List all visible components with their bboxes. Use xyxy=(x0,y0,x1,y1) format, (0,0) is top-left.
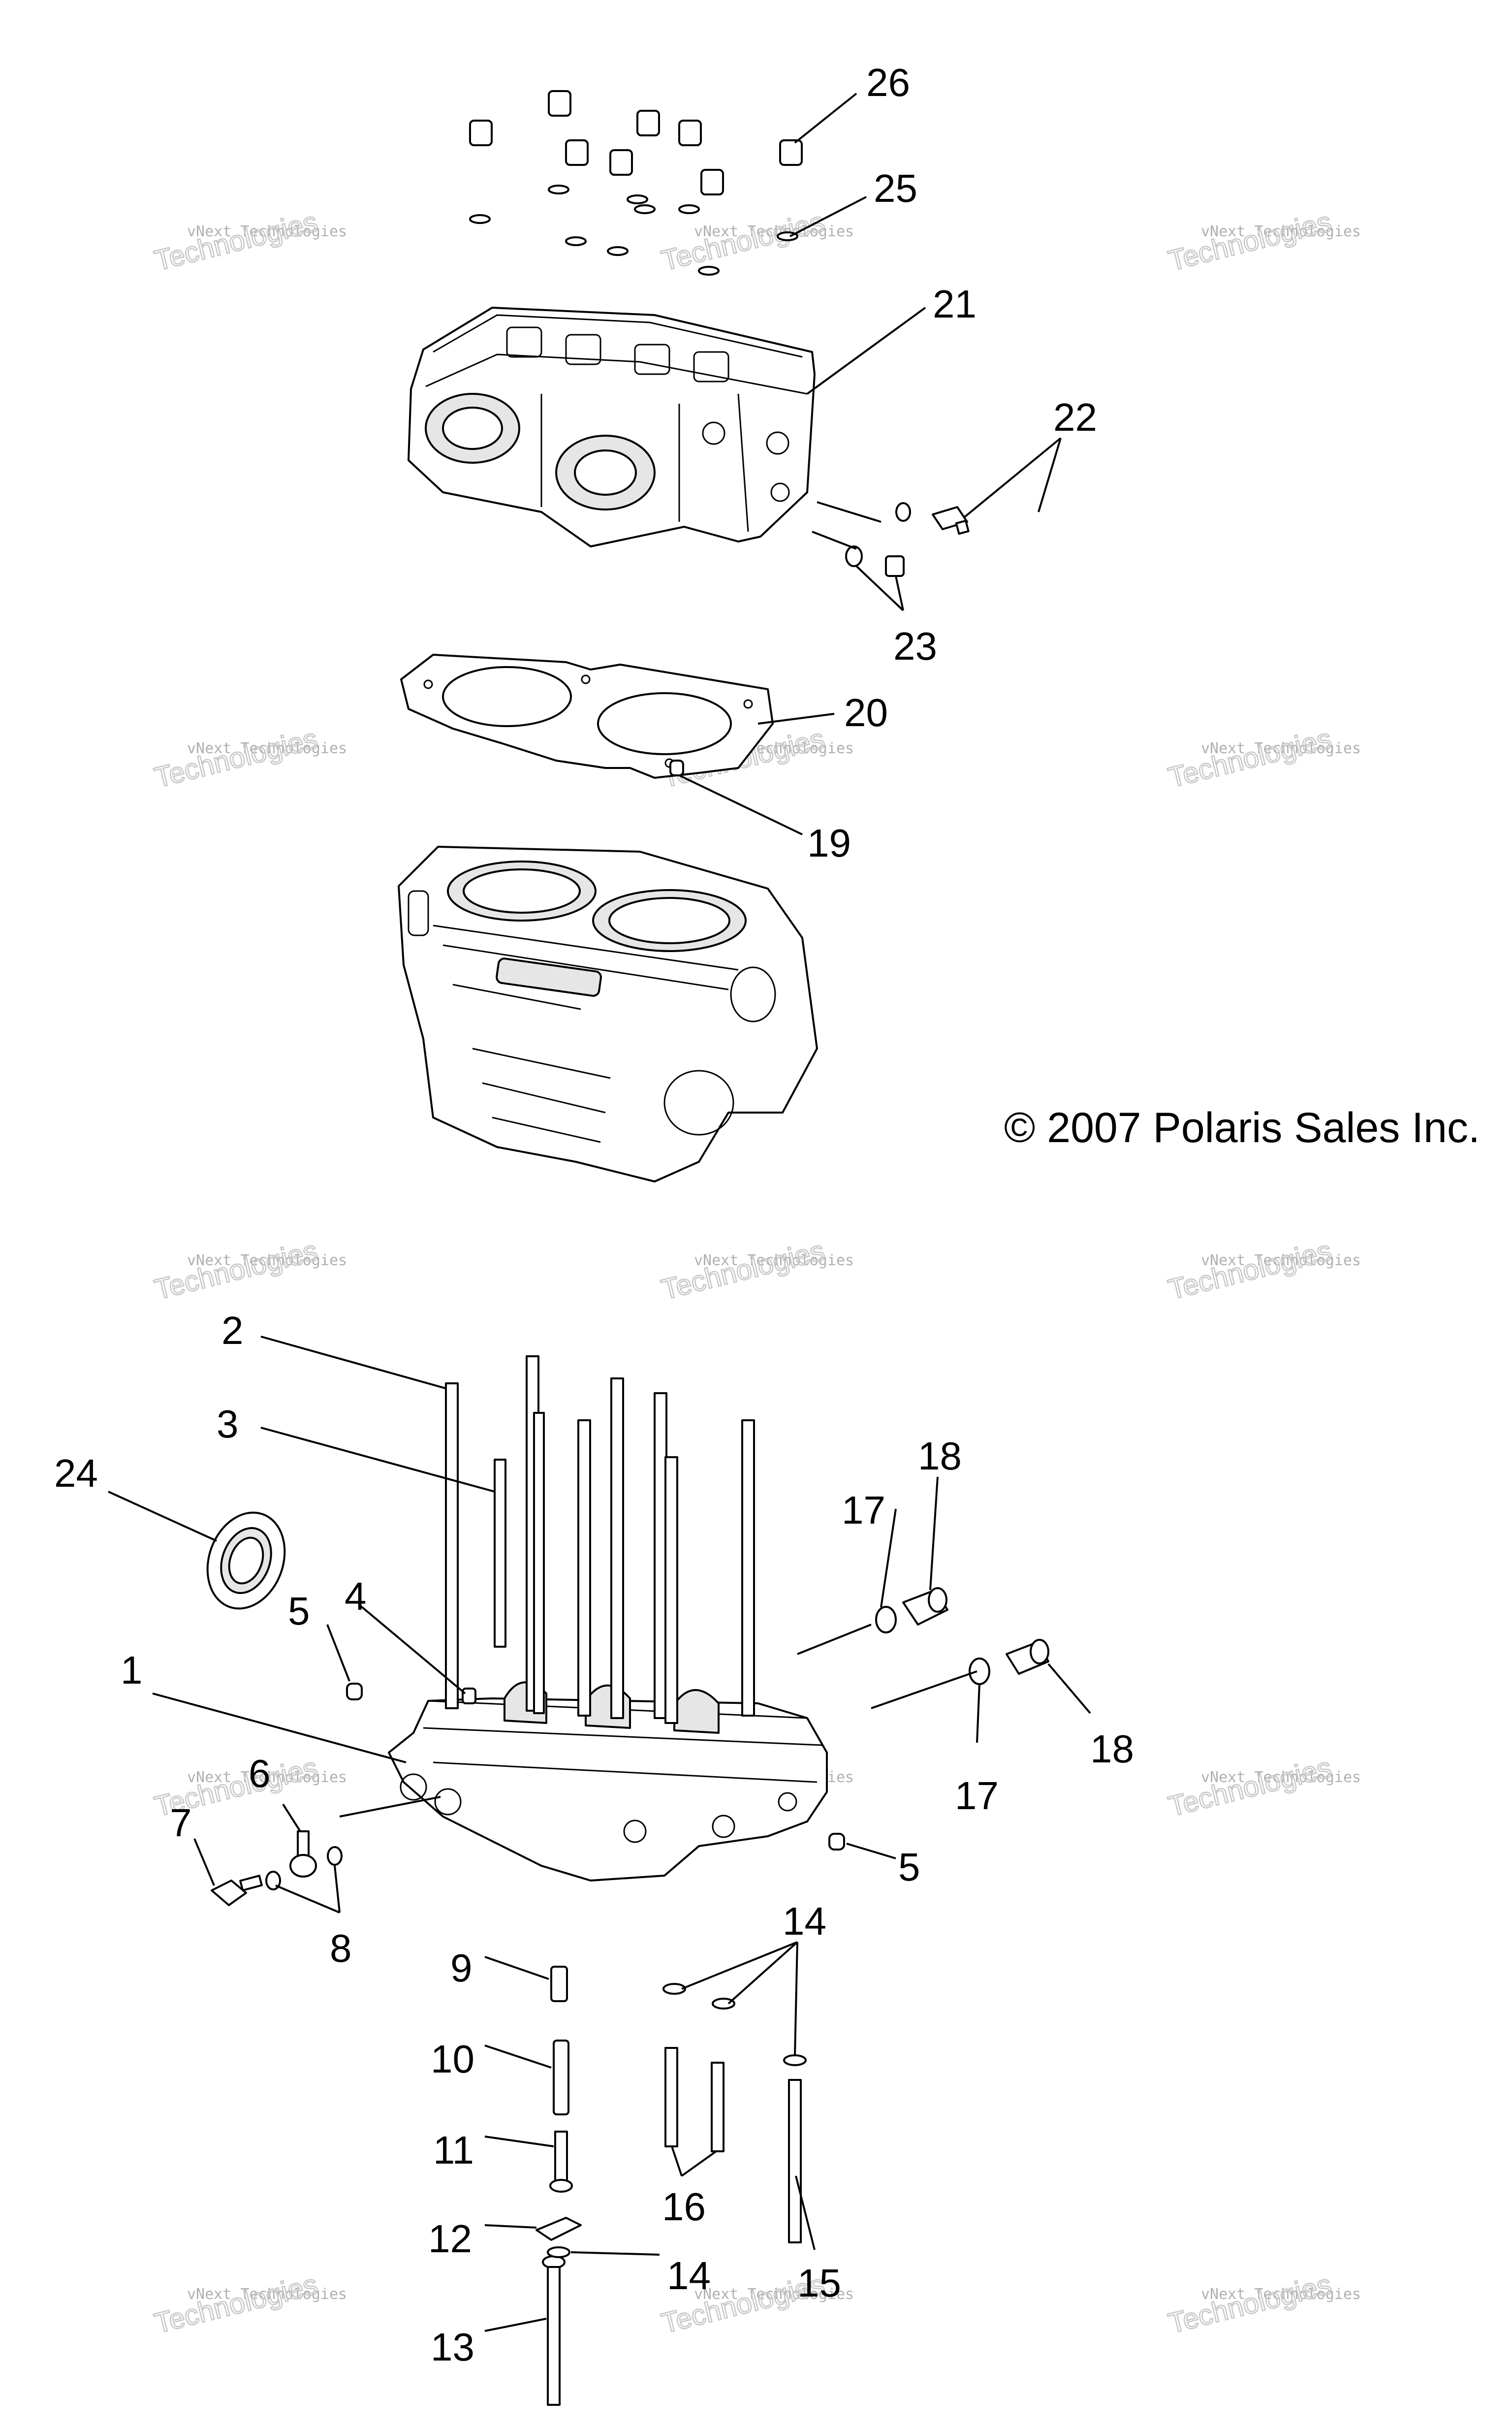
part-19-dowel xyxy=(669,760,684,776)
svg-text:Technologies: Technologies xyxy=(151,1235,320,1306)
part-2-studs xyxy=(445,1355,755,1724)
part-10-sleeve xyxy=(553,2040,569,2115)
callout-10: 10 xyxy=(431,2037,474,2081)
part-22-fitting xyxy=(895,502,970,535)
svg-text:Technologies: Technologies xyxy=(151,2268,320,2340)
callout-17-top: 17 xyxy=(842,1488,885,1532)
svg-text:Technologies: Technologies xyxy=(658,1235,827,1306)
callout-labels: 26 25 21 22 23 20 19 2 3 24 4 5 1 6 7 8 … xyxy=(54,61,1134,2369)
svg-text:Technologies: Technologies xyxy=(151,206,320,277)
callout-5: 5 xyxy=(288,1589,310,1633)
part-11-bolt xyxy=(549,2131,573,2193)
part-12-bracket xyxy=(536,2217,582,2241)
cylinder-block xyxy=(398,846,818,1182)
callout-7: 7 xyxy=(170,1801,192,1845)
part-21-cylinder-head xyxy=(408,307,816,547)
svg-text:vNext Technologies: vNext Technologies xyxy=(694,223,854,240)
watermark: vNext Technologies Technologies xyxy=(658,1234,854,1306)
callout-8: 8 xyxy=(330,1926,352,1970)
svg-text:vNext Technologies: vNext Technologies xyxy=(1201,740,1361,757)
watermark: vNext Technologies Technologies xyxy=(151,1234,347,1306)
part-16-bolts xyxy=(664,2047,724,2152)
watermark: vNext Technologies Technologies xyxy=(1165,1751,1361,1823)
svg-text:vNext Technologies: vNext Technologies xyxy=(187,1252,347,1269)
callout-20: 20 xyxy=(844,691,888,734)
svg-text:Technologies: Technologies xyxy=(1165,723,1334,794)
svg-text:vNext Technologies: vNext Technologies xyxy=(1201,223,1361,240)
svg-text:vNext Technologies: vNext Technologies xyxy=(187,1769,347,1786)
callout-19: 19 xyxy=(807,821,851,865)
callout-23: 23 xyxy=(893,624,937,668)
part-4-dowel xyxy=(462,1688,476,1704)
leader-lines xyxy=(108,93,1091,2332)
callout-11: 11 xyxy=(433,2128,474,2172)
callout-14-low: 14 xyxy=(667,2254,711,2298)
callout-17-bottom: 17 xyxy=(955,1774,999,1818)
watermark: vNext Technologies Technologies xyxy=(151,722,347,794)
callout-18-bottom: 18 xyxy=(1090,1727,1134,1771)
watermark: vNext Technologies Technologies xyxy=(151,205,347,277)
callout-12: 12 xyxy=(428,2217,472,2261)
callout-5-right: 5 xyxy=(898,1845,920,1889)
part-20-head-gasket xyxy=(400,654,774,779)
part-24-seal xyxy=(206,1511,286,1610)
part-8-washers xyxy=(265,1846,343,1890)
callout-4: 4 xyxy=(345,1574,367,1618)
part-6-banjo-bolt xyxy=(289,1830,317,1878)
part-18-fittings xyxy=(902,1587,1049,1675)
part-9-sleeve xyxy=(550,1966,568,2002)
callout-15: 15 xyxy=(797,2261,841,2305)
callout-16: 16 xyxy=(662,2185,706,2229)
svg-text:Technologies: Technologies xyxy=(1165,206,1334,277)
watermark: vNext Technologies Technologies xyxy=(658,205,854,277)
callout-24: 24 xyxy=(54,1451,98,1495)
svg-text:vNext Technologies: vNext Technologies xyxy=(1201,1769,1361,1786)
part-15-bolt xyxy=(788,2079,802,2243)
svg-text:Technologies: Technologies xyxy=(1165,2268,1334,2340)
part-14-washers xyxy=(547,1983,807,2258)
watermark: vNext Technologies Technologies xyxy=(1165,205,1361,277)
svg-text:vNext Technologies: vNext Technologies xyxy=(1201,2286,1361,2303)
callout-25: 25 xyxy=(874,166,917,210)
watermark: vNext Technologies Technologies xyxy=(1165,722,1361,794)
callout-9: 9 xyxy=(450,1946,472,1990)
callout-26: 26 xyxy=(866,61,910,104)
svg-text:vNext Technologies: vNext Technologies xyxy=(187,740,347,757)
svg-text:vNext Technologies: vNext Technologies xyxy=(187,223,347,240)
part-7-bolt xyxy=(211,1875,263,1906)
part-3-stud xyxy=(494,1459,506,1648)
callout-13: 13 xyxy=(431,2325,474,2369)
watermark: vNext Technologies Technologies xyxy=(1165,2267,1361,2340)
part-1-crankcase xyxy=(388,1681,828,1882)
watermark: vNext Technologies Technologies xyxy=(151,2267,347,2340)
part-26-valve-stem-seals xyxy=(469,90,803,195)
svg-text:Technologies: Technologies xyxy=(151,723,320,794)
copyright-notice: © 2007 Polaris Sales Inc. xyxy=(1004,1104,1480,1151)
watermark: vNext Technologies Technologies xyxy=(1165,1234,1361,1306)
callout-22: 22 xyxy=(1053,395,1097,439)
part-13-bolt xyxy=(542,2255,566,2406)
svg-text:vNext Technologies: vNext Technologies xyxy=(694,1252,854,1269)
svg-text:vNext Technologies: vNext Technologies xyxy=(1201,1252,1361,1269)
part-5-plugs xyxy=(346,1683,845,1851)
callout-18-top: 18 xyxy=(918,1434,962,1478)
callout-2: 2 xyxy=(221,1309,244,1352)
callout-21: 21 xyxy=(933,282,976,326)
callout-6: 6 xyxy=(249,1752,271,1795)
svg-text:Technologies: Technologies xyxy=(658,206,827,277)
svg-text:vNext Technologies: vNext Technologies xyxy=(694,2286,854,2303)
svg-text:Technologies: Technologies xyxy=(1165,1752,1334,1823)
svg-text:Technologies: Technologies xyxy=(1165,1235,1334,1306)
part-25-spring-seats xyxy=(469,185,798,276)
part-23-plug xyxy=(845,545,905,577)
callout-14-top: 14 xyxy=(783,1899,826,1943)
callout-1: 1 xyxy=(121,1648,143,1692)
svg-text:vNext Technologies: vNext Technologies xyxy=(187,2286,347,2303)
callout-3: 3 xyxy=(217,1402,239,1446)
